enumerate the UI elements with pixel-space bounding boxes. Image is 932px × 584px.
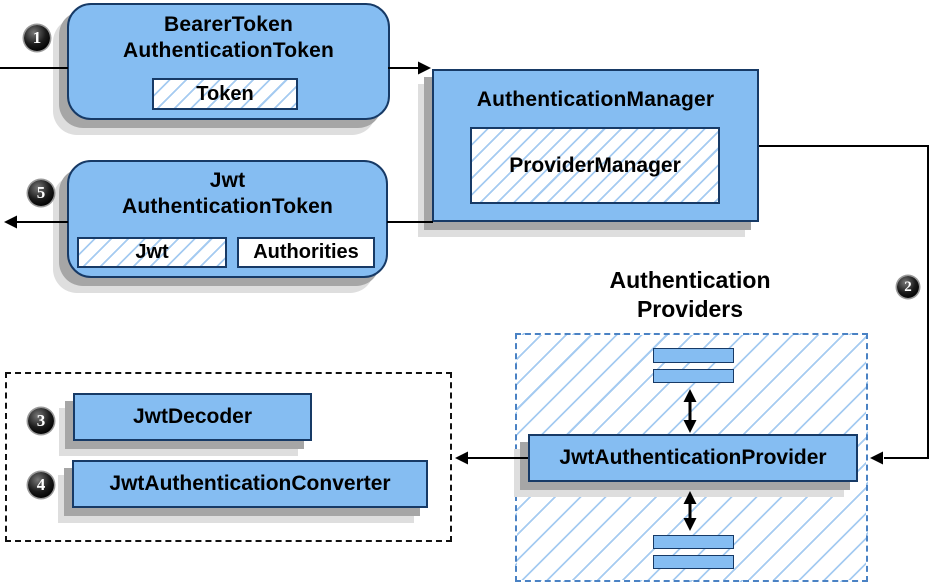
jwt-field: Jwt [77,237,227,268]
step-badge-1: 1 [24,25,50,51]
node-authentication-manager: AuthenticationManager ProviderManager [432,69,759,222]
provider-placeholder-bar [653,348,734,363]
arrow-step5-outbound [4,215,68,229]
node-title: AuthenticationManager [476,88,715,111]
node-jwt-authentication-converter: JwtAuthenticationConverter [72,460,428,508]
node-jwt-authentication-token: Jwt AuthenticationToken Jwt Authorities [67,160,388,278]
authorities-field: Authorities [237,237,375,268]
node-title: BearerToken AuthenticationToken [122,13,335,62]
step-badge-5: 5 [28,180,54,206]
node-jwt-decoder: JwtDecoder [73,393,312,441]
provider-placeholder-bar [653,555,734,569]
jwt-support-group [5,372,452,542]
node-title: Jwt AuthenticationToken [121,169,334,218]
provider-manager-field: ProviderManager [470,127,720,204]
authentication-providers-label: Authentication Providers [609,267,771,322]
arrow-bearer-to-manager [388,61,431,75]
step-badge-2: 2 [897,276,919,298]
step-badge-4: 4 [28,472,54,498]
node-jwt-authentication-provider: JwtAuthenticationProvider [528,434,858,482]
token-field: Token [152,78,298,110]
node-bearer-token-authentication-token: BearerToken AuthenticationToken Token [67,3,390,120]
provider-placeholder-bar [653,535,734,549]
step-badge-3: 3 [28,408,54,434]
provider-placeholder-bar [653,369,734,383]
